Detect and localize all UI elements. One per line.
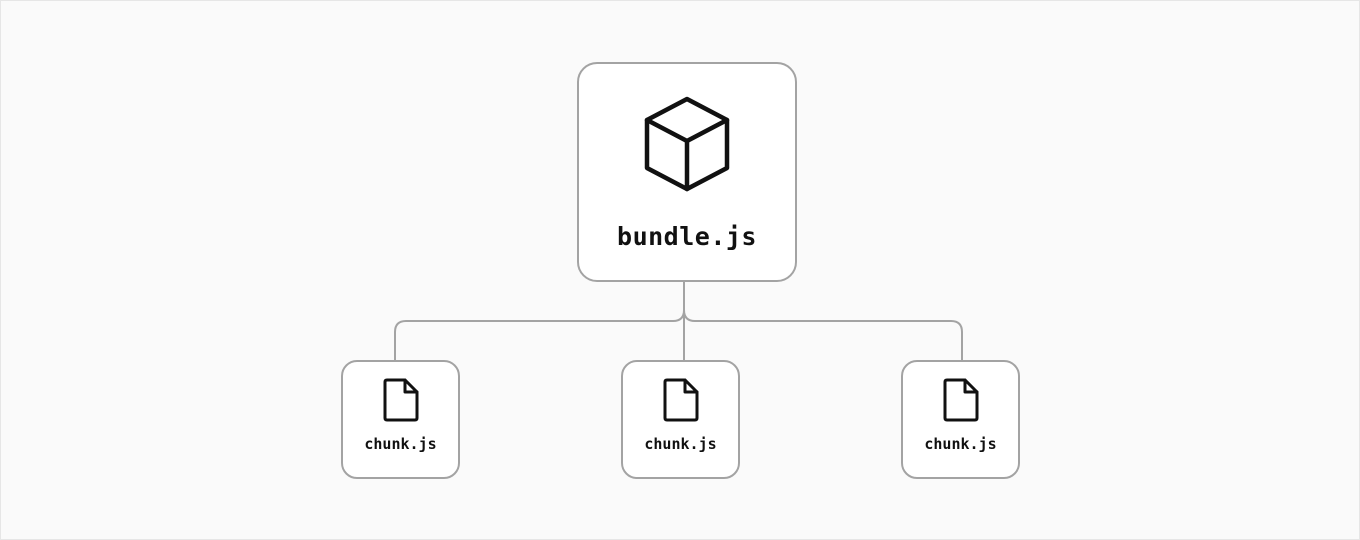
connector-root-to-chunk-1 (394, 281, 685, 360)
bundle-label: bundle.js (617, 222, 757, 251)
chunk-label-3: chunk.js (924, 435, 997, 453)
chunk-node-3: chunk.js (901, 360, 1020, 479)
connector-root-to-chunk-3 (683, 281, 963, 360)
package-cube-icon (644, 96, 730, 192)
bundle-node: bundle.js (577, 62, 797, 282)
chunk-label-1: chunk.js (364, 435, 437, 453)
file-icon (383, 378, 418, 422)
file-icon (663, 378, 698, 422)
file-icon (943, 378, 978, 422)
chunk-label-2: chunk.js (644, 435, 717, 453)
chunk-node-2: chunk.js (621, 360, 740, 479)
chunk-node-1: chunk.js (341, 360, 460, 479)
